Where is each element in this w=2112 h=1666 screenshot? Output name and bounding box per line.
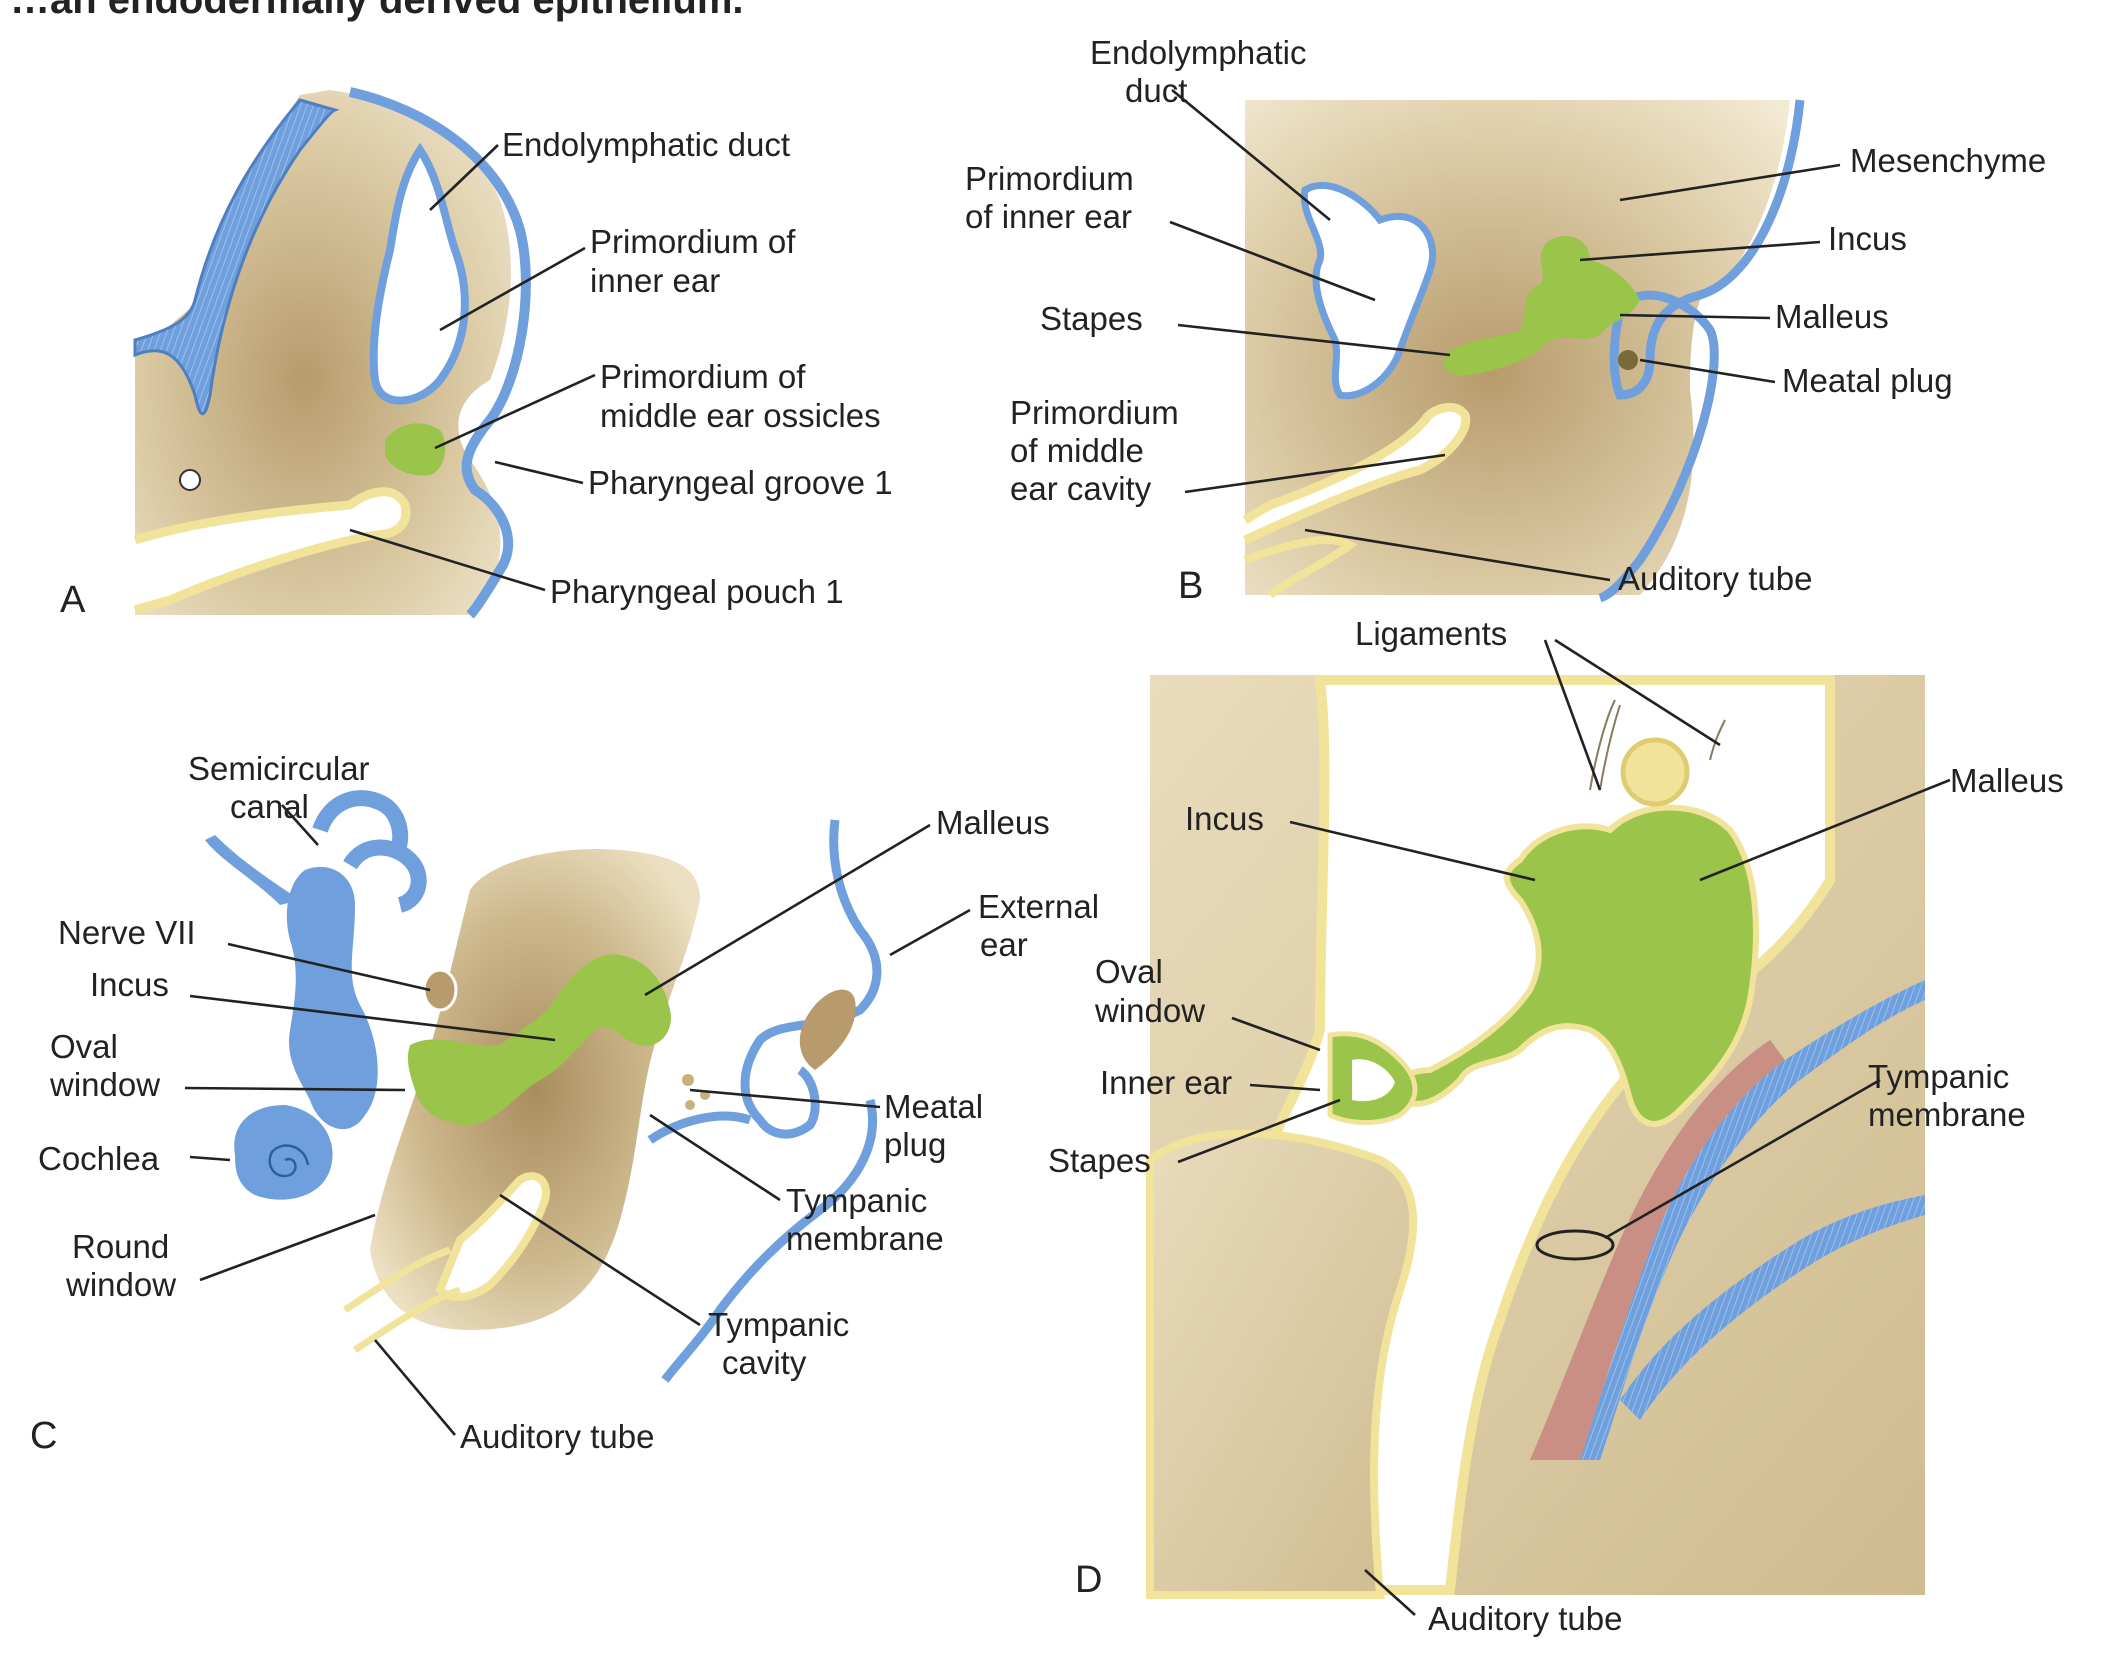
label-incus: Incus xyxy=(1185,800,1264,837)
label-endolymphatic-duct: Endolymphatic duct xyxy=(502,126,790,163)
external-ear-outer xyxy=(661,1098,878,1383)
surface-ectoderm xyxy=(348,87,531,619)
label-auditory-tube: Auditory tube xyxy=(1618,560,1812,597)
ectoderm-outline xyxy=(1598,99,1805,603)
ossicle-primordium xyxy=(385,423,446,476)
ossicle-chain xyxy=(407,954,671,1125)
label-oval-2: window xyxy=(49,1066,160,1103)
label-inner-ear-2: of inner ear xyxy=(965,198,1132,235)
label-ligaments: Ligaments xyxy=(1355,615,1507,652)
auricle-cartilage xyxy=(799,989,856,1070)
label-inner-ear: Inner ear xyxy=(1100,1064,1232,1101)
label-tympanic-cavity-2: cavity xyxy=(722,1344,807,1381)
label-tympanic-membrane-2: membrane xyxy=(786,1220,944,1257)
label-incus: Incus xyxy=(90,966,169,1003)
label-pharyngeal-groove: Pharyngeal groove 1 xyxy=(588,464,893,501)
label-meatal-2: plug xyxy=(884,1126,946,1163)
panel-a: Endolymphatic duct Primordium of inner e… xyxy=(60,87,893,621)
cropped-caption-fragment: …an endodermally derived epithelium. xyxy=(10,0,870,30)
tympanic-pink xyxy=(1530,1040,1785,1460)
label-oval-2: window xyxy=(1094,992,1205,1029)
label-middle-cavity-3: ear cavity xyxy=(1010,470,1152,507)
label-inner-ear-2: inner ear xyxy=(590,262,720,299)
label-malleus: Malleus xyxy=(1950,762,2064,799)
label-pharyngeal-pouch: Pharyngeal pouch 1 xyxy=(550,573,844,610)
lower-mesenchyme xyxy=(1146,1129,1418,1599)
label-tympanic-2: membrane xyxy=(1868,1096,2026,1133)
pharyngeal-pouch xyxy=(133,487,411,615)
semicircular-canal xyxy=(312,790,427,913)
label-malleus: Malleus xyxy=(1775,298,1889,335)
cochlea-spiral xyxy=(268,1144,310,1178)
external-ear-canal xyxy=(647,819,882,1144)
meatal-plug xyxy=(1618,350,1638,370)
label-auditory-tube: Auditory tube xyxy=(460,1418,654,1455)
label-ossicles-2: middle ear ossicles xyxy=(600,397,881,434)
inner-ear-labyrinth xyxy=(286,866,378,1130)
tympanic-highlight xyxy=(1535,1229,1615,1261)
label-oval-1: Oval xyxy=(50,1028,118,1065)
label-external-1: External xyxy=(978,888,1099,925)
neural-tube-blue xyxy=(133,98,340,416)
label-incus: Incus xyxy=(1828,220,1907,257)
label-meatal-1: Meatal xyxy=(884,1088,983,1125)
malleus-head xyxy=(1620,737,1690,807)
ligament-fibers xyxy=(1589,699,1726,791)
small-vessel xyxy=(179,469,201,491)
label-semicircular-1: Semicircular xyxy=(188,750,370,787)
endolymphatic-sac xyxy=(205,835,300,905)
label-round-1: Round xyxy=(72,1228,169,1265)
label-endolymphatic-duct-2: duct xyxy=(1125,72,1187,109)
meatal-plug-dot xyxy=(682,1074,694,1086)
label-endolymphatic-duct-1: Endolymphatic xyxy=(1090,34,1306,71)
label-auditory-tube: Auditory tube xyxy=(1428,1600,1622,1637)
tympanic-blue-layer xyxy=(1580,980,1925,1460)
label-inner-ear-1: Primordium of xyxy=(590,223,796,260)
middle-ear-cavity xyxy=(1242,402,1471,545)
label-semicircular-2: canal xyxy=(230,788,309,825)
panel-letter-a: A xyxy=(60,579,86,621)
label-ossicles-1: Primordium of xyxy=(600,358,806,395)
label-middle-cavity-2: of middle xyxy=(1010,432,1144,469)
inner-ear-primordium xyxy=(369,142,469,405)
ossicle-chain xyxy=(1443,236,1640,376)
label-tympanic-cavity-1: Tympanic xyxy=(708,1306,849,1343)
incus-malleus-complex xyxy=(1394,804,1759,1127)
auditory-tube xyxy=(343,1246,462,1353)
label-nerve-vii: Nerve VII xyxy=(58,914,196,951)
panel-b: Endolymphatic duct Primordium of inner e… xyxy=(965,34,2046,607)
cochlea xyxy=(234,1105,333,1200)
label-tympanic-membrane-1: Tympanic xyxy=(786,1182,927,1219)
panel-letter-b: B xyxy=(1178,565,1203,607)
panel-letter-d: D xyxy=(1075,1559,1102,1601)
label-meatal-plug: Meatal plug xyxy=(1782,362,1953,399)
label-oval-1: Oval xyxy=(1095,953,1163,990)
external-canal-lining xyxy=(1620,1195,1925,1420)
panel-d: Ligaments Incus Malleus Oval window Inne… xyxy=(1048,615,2064,1637)
panel-letter-c: C xyxy=(30,1415,57,1457)
caption-text: …an endodermally derived epithelium. xyxy=(10,0,744,22)
label-tympanic-1: Tympanic xyxy=(1868,1058,2009,1095)
panel-c: Semicircular canal Nerve VII Incus Oval … xyxy=(30,750,1099,1457)
label-middle-cavity-1: Primordium xyxy=(1010,394,1179,431)
label-round-2: window xyxy=(65,1266,176,1303)
label-external-2: ear xyxy=(980,926,1028,963)
stapes-window xyxy=(1352,1059,1395,1102)
label-malleus: Malleus xyxy=(936,804,1050,841)
label-mesenchyme: Mesenchyme xyxy=(1850,142,2046,179)
meatal-plug-dot xyxy=(685,1100,695,1110)
label-stapes: Stapes xyxy=(1040,300,1143,337)
auditory-tube-wall xyxy=(1243,536,1358,599)
nerve-vii xyxy=(422,968,458,1012)
label-stapes: Stapes xyxy=(1048,1142,1151,1179)
label-inner-ear-1: Primordium xyxy=(965,160,1134,197)
label-cochlea: Cochlea xyxy=(38,1140,160,1177)
